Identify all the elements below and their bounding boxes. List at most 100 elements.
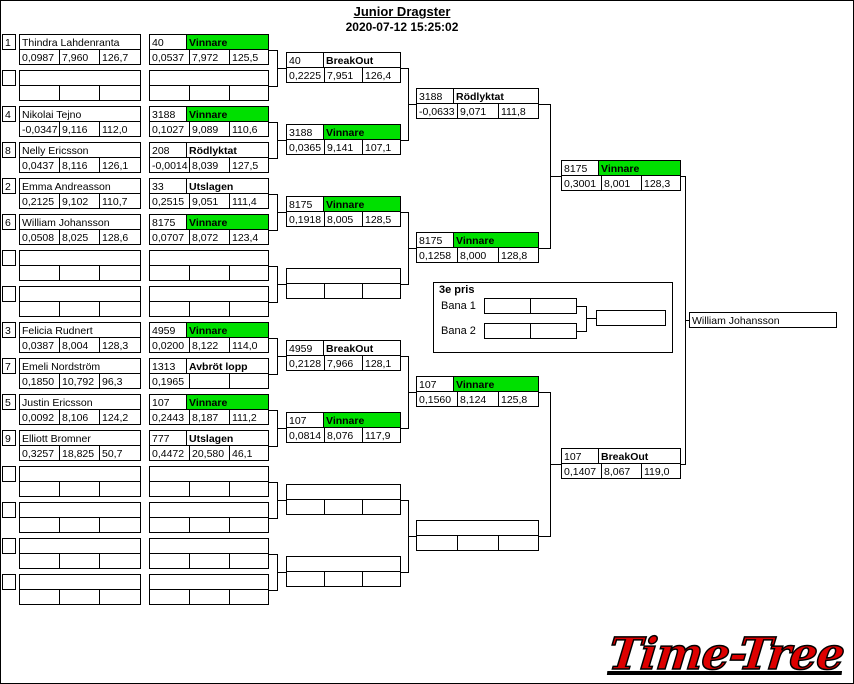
seed-box: 7	[2, 358, 16, 374]
bracket-line	[401, 212, 409, 213]
stat-et: 8,067	[601, 463, 642, 479]
stat-et	[59, 85, 100, 101]
car-number: 33	[149, 178, 187, 194]
bracket-line	[401, 428, 409, 429]
seed-box: 1	[2, 34, 16, 50]
round1-slot-0: Thindra Lahdenranta	[19, 34, 141, 50]
stat-speed: 128,8	[498, 247, 539, 263]
header: Junior Dragster 2020-07-12 15:25:02	[1, 4, 803, 34]
race-status: BreakOut	[323, 52, 401, 68]
round2-stats-9: 0,1965	[149, 373, 269, 389]
empty-slot	[19, 466, 141, 482]
third-prize-panel	[433, 282, 673, 353]
stat-speed	[229, 517, 269, 533]
seed-number	[2, 502, 16, 518]
lane1-slot-a	[484, 298, 531, 314]
stat-reaction	[19, 301, 60, 317]
stat-speed: 125,8	[498, 391, 539, 407]
bracket-line	[539, 104, 551, 105]
car-number: 208	[149, 142, 187, 158]
car-number: 107	[286, 412, 324, 428]
bracket-line	[269, 554, 278, 555]
stat-speed	[99, 85, 141, 101]
stat-reaction: 0,1407	[561, 463, 602, 479]
race-status: Rödlyktat	[186, 142, 269, 158]
stat-et: 9,089	[189, 121, 230, 137]
round2-slot-6	[149, 250, 269, 266]
stat-reaction	[19, 553, 60, 569]
round2-stats-15	[149, 589, 269, 605]
empty-slot	[19, 502, 141, 518]
empty-slot	[149, 538, 269, 554]
stat-reaction: 0,1850	[19, 373, 60, 389]
stat-speed	[362, 571, 401, 587]
stat-et	[324, 499, 363, 515]
empty-slot	[19, 250, 141, 266]
round1-slot-2: Nikolai Tejno	[19, 106, 141, 122]
stat-speed	[229, 373, 269, 389]
round1-slot-11: Elliott Bromner	[19, 430, 141, 446]
stat-et: 10,792	[59, 373, 100, 389]
round2-slot-13	[149, 502, 269, 518]
stat-reaction: 0,2225	[286, 67, 325, 83]
round1-slot-9: Emeli Nordström	[19, 358, 141, 374]
stat-et: 8,000	[457, 247, 499, 263]
seed-number: 6	[2, 214, 16, 230]
car-number: 3188	[286, 124, 324, 140]
stat-reaction	[149, 481, 190, 497]
stat-et	[324, 283, 363, 299]
race-status: Vinnare	[323, 124, 401, 140]
stat-speed	[99, 517, 141, 533]
car-number: 3188	[149, 106, 187, 122]
bracket-line	[587, 318, 596, 319]
bracket-line	[408, 248, 416, 249]
round1-slot-4: Emma Andreasson	[19, 178, 141, 194]
bracket-line	[681, 464, 686, 465]
stat-reaction	[416, 535, 458, 551]
car-number: 8175	[149, 214, 187, 230]
stat-reaction: 0,2443	[149, 409, 190, 425]
bracket-line	[277, 428, 286, 429]
bracket-line	[277, 572, 286, 573]
empty-slot	[19, 574, 141, 590]
stat-speed	[229, 553, 269, 569]
car-number: 107	[416, 376, 454, 392]
round2-stats-13	[149, 517, 269, 533]
empty-slot	[19, 538, 141, 554]
car-number: 40	[149, 34, 187, 50]
stat-reaction: 0,1918	[286, 211, 325, 227]
stat-reaction: 0,0387	[19, 337, 60, 353]
race-status: BreakOut	[598, 448, 681, 464]
stat-reaction: 0,1965	[149, 373, 190, 389]
seed-number	[2, 70, 16, 86]
seed-number: 3	[2, 322, 16, 338]
lane2-label: Bana 2	[441, 325, 476, 337]
stat-speed: 128,6	[99, 229, 141, 245]
stat-speed: 126,7	[99, 49, 141, 65]
stat-reaction: 0,0987	[19, 49, 60, 65]
stat-et	[189, 589, 230, 605]
seed-box: 9	[2, 430, 16, 446]
lane2-slot-b	[530, 323, 577, 339]
car-number: 4959	[149, 322, 187, 338]
race-status: Vinnare	[186, 34, 269, 50]
seed-number	[2, 250, 16, 266]
round2-slot-1	[149, 70, 269, 86]
round3-stats-6	[286, 499, 401, 515]
